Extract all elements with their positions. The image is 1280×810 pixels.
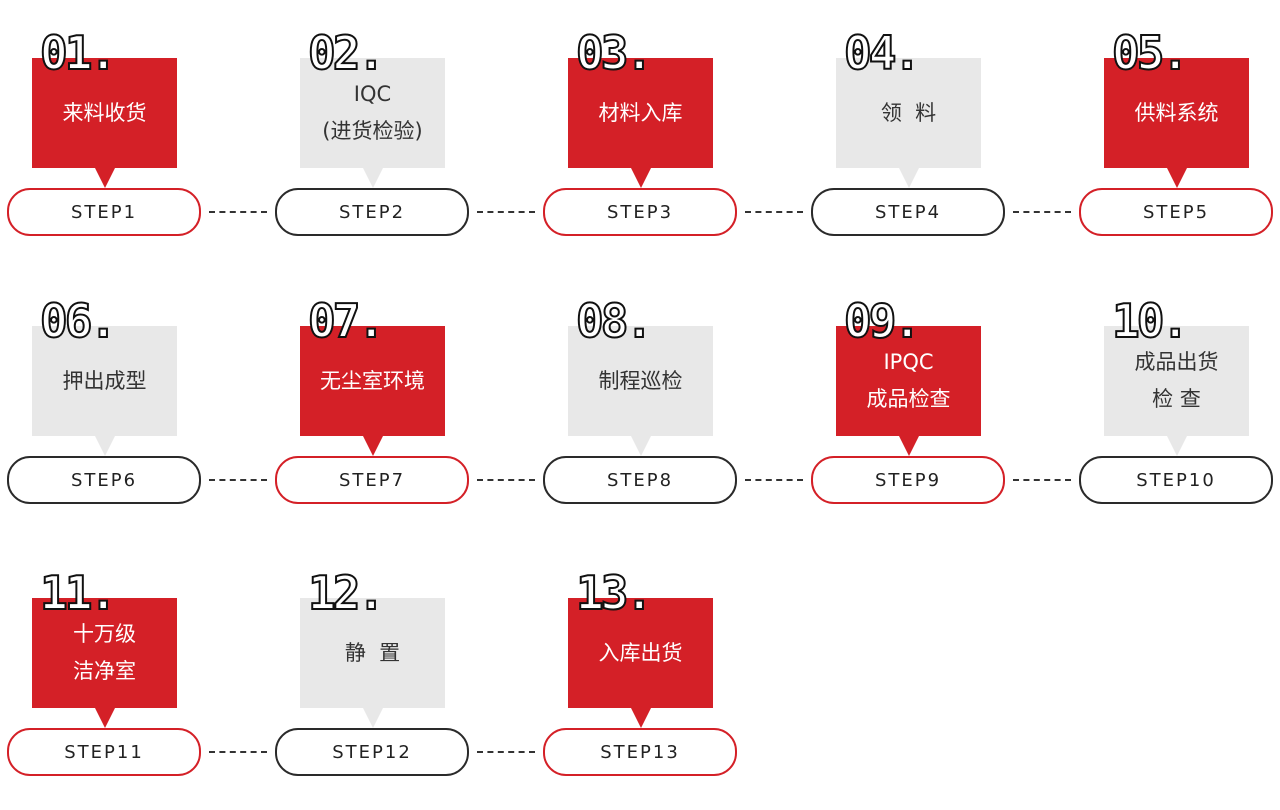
process-step: 13. 入库出货 STEP13 [543,566,743,810]
step-label-pill: STEP6 [7,456,201,504]
dashed-connector [477,751,535,753]
dashed-connector [1013,211,1071,213]
dashed-connector [745,479,803,481]
step-card: 成品出货检 查 [1104,326,1249,456]
step-card: IPQC 成品检查 [836,326,981,456]
step-title-line: 成品出货 [1134,350,1219,374]
step-number: 01. [39,26,118,80]
process-step: 09.IPQC 成品检查 STEP9 [811,294,1011,538]
process-step: 01. 来料收货 STEP1 [7,26,207,270]
step-number: 09. [843,294,922,348]
process-step: 04. 领 料 STEP4 [811,26,1011,270]
step-title-line: 供料系统 [1134,100,1219,125]
step-card: 无尘室环境 [300,326,445,456]
process-step: 08. 制程巡检 STEP8 [543,294,743,538]
step-number: 08. [575,294,654,348]
step-number: 12. [307,566,386,620]
dashed-connector [209,751,267,753]
step-title-line: 押出成型 [62,368,147,393]
step-card: 入库出货 [568,598,713,728]
dashed-connector [1013,479,1071,481]
step-label-pill: STEP8 [543,456,737,504]
step-title-line: 十万级 [73,622,136,646]
process-step: 02.IQC (进货检验) STEP2 [275,26,475,270]
step-number: 06. [39,294,118,348]
step-number: 05. [1111,26,1190,80]
process-step: 12. 静 置 STEP12 [275,566,475,810]
step-card: 材料入库 [568,58,713,188]
dashed-connector [745,211,803,213]
step-title-line: (进货检验) [322,119,423,143]
step-card: 领 料 [836,58,981,188]
step-card: 十万级洁净室 [32,598,177,728]
step-title-line: 静 置 [344,640,401,665]
step-title-line: IQC [353,82,392,106]
process-step: 03. 材料入库 STEP3 [543,26,743,270]
step-label-pill: STEP11 [7,728,201,776]
step-card: 供料系统 [1104,58,1249,188]
step-card: 静 置 [300,598,445,728]
step-title-line: 领 料 [880,100,937,125]
step-number: 03. [575,26,654,80]
step-number: 02. [307,26,386,80]
process-step: 07. 无尘室环境 STEP7 [275,294,475,538]
step-title-line: 入库出货 [598,640,683,665]
step-number: 10. [1111,294,1190,348]
step-title-line: 制程巡检 [598,368,683,393]
step-title-line: 来料收货 [62,100,147,125]
process-step: 05. 供料系统 STEP5 [1079,26,1279,270]
step-title-line: 成品检查 [866,387,951,411]
step-label-pill: STEP2 [275,188,469,236]
step-number: 04. [843,26,922,80]
dashed-connector [209,211,267,213]
step-label-pill: STEP7 [275,456,469,504]
step-label-pill: STEP4 [811,188,1005,236]
step-title-line: 材料入库 [598,100,683,125]
step-label-pill: STEP9 [811,456,1005,504]
dashed-connector [477,211,535,213]
step-card: 押出成型 [32,326,177,456]
step-label-pill: STEP1 [7,188,201,236]
dashed-connector [477,479,535,481]
step-label-pill: STEP10 [1079,456,1273,504]
step-card: IQC (进货检验) [300,58,445,188]
step-label-pill: STEP13 [543,728,737,776]
step-number: 13. [575,566,654,620]
step-card: 制程巡检 [568,326,713,456]
step-number: 11. [39,566,118,620]
step-label-pill: STEP12 [275,728,469,776]
dashed-connector [209,479,267,481]
step-label-pill: STEP5 [1079,188,1273,236]
step-title-line: 检 查 [1152,387,1201,411]
step-label-pill: STEP3 [543,188,737,236]
process-step: 06. 押出成型 STEP6 [7,294,207,538]
step-number: 07. [307,294,386,348]
step-title-line: 洁净室 [73,659,136,683]
step-card: 来料收货 [32,58,177,188]
step-title-line: 无尘室环境 [320,368,425,393]
step-title-line: IPQC [883,350,934,374]
